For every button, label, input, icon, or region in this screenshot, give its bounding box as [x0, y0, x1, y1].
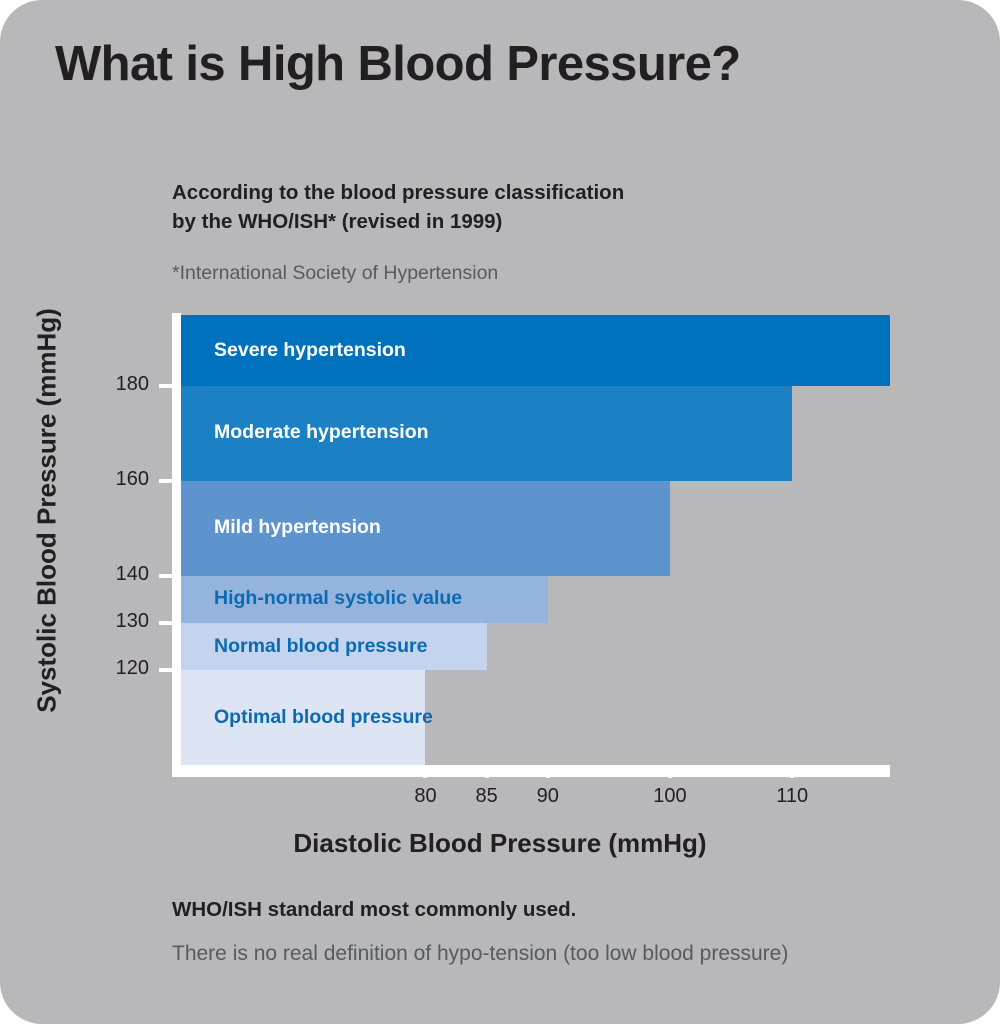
x-axis-title: Diastolic Blood Pressure (mmHg)	[293, 828, 707, 858]
y-tick-mark	[159, 384, 172, 389]
footnote-reference: *International Society of Hypertension	[172, 262, 499, 284]
chart-band	[181, 622, 487, 671]
y-tick-label: 160	[115, 467, 149, 490]
y-axis-title: Systolic Blood Pressure (mmHg)	[31, 308, 62, 713]
chart-band	[181, 575, 548, 623]
x-tick-mark	[545, 765, 550, 778]
x-tick-label: 110	[776, 785, 809, 807]
x-tick-mark	[484, 765, 489, 778]
x-tick-label: 85	[475, 785, 498, 807]
band-label: High-normal systolic value	[214, 587, 463, 610]
y-tick-label: 140	[115, 562, 149, 585]
y-tick-mark	[159, 668, 172, 673]
band-label: Moderate hypertension	[214, 421, 429, 444]
y-tick-mark	[159, 573, 172, 578]
y-axis-line	[172, 313, 181, 777]
x-tick-mark	[667, 765, 672, 778]
subtitle-line-2: by the WHO/ISH* (revised in 1999)	[172, 210, 503, 233]
band-label: Normal blood pressure	[214, 634, 428, 657]
x-tick-label: 100	[653, 785, 687, 807]
y-tick-mark	[159, 478, 172, 483]
band-label: Optimal blood pressure	[214, 705, 433, 728]
x-axis-line	[172, 765, 890, 777]
x-tick-mark	[790, 765, 795, 778]
band-label: Severe hypertension	[214, 338, 406, 361]
x-tick-mark	[423, 765, 428, 778]
chart-band	[181, 480, 670, 576]
chart-band	[181, 670, 426, 765]
footer-bold-note: WHO/ISH standard most commonly used.	[172, 898, 577, 921]
y-tick-mark	[159, 620, 172, 625]
y-tick-label: 120	[115, 657, 149, 680]
page-title: What is High Blood Pressure?	[55, 37, 741, 91]
subtitle-line-1: According to the blood pressure classifi…	[172, 181, 625, 204]
chart-band	[181, 315, 890, 387]
y-tick-label: 130	[115, 609, 149, 632]
footer-note: There is no real definition of hypo-tens…	[172, 942, 789, 965]
subtitle-block: According to the blood pressure classifi…	[172, 178, 872, 236]
band-label: Mild hypertension	[214, 516, 381, 539]
x-tick-label: 80	[414, 785, 437, 807]
x-tick-label: 90	[536, 785, 559, 807]
chart-band	[181, 386, 793, 481]
y-tick-label: 180	[115, 373, 149, 396]
